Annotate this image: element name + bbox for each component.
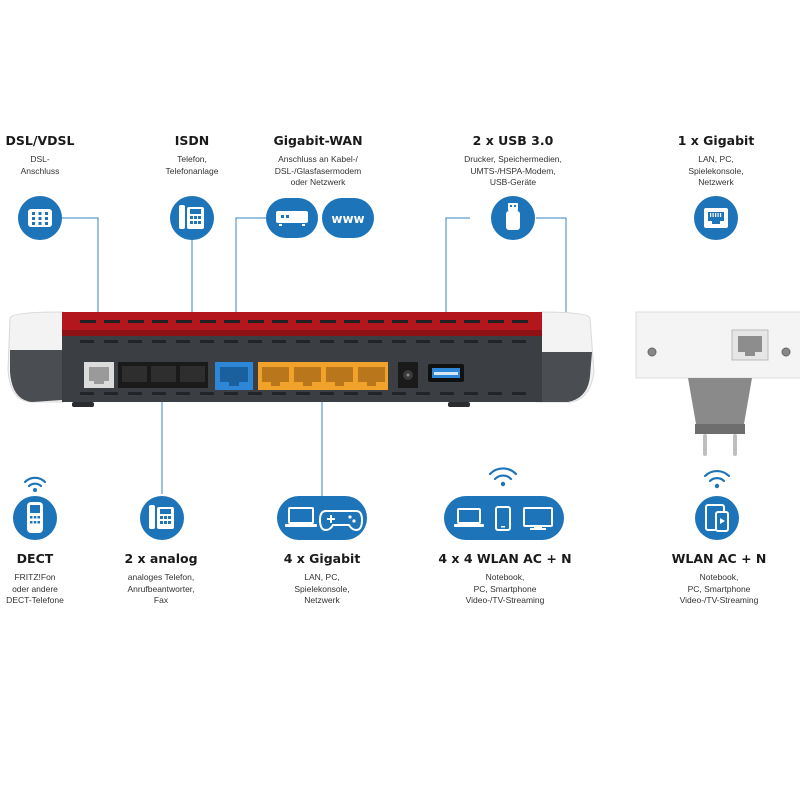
isdn-desc-2: Telefonanlage <box>165 165 219 176</box>
isdn-desc-1: Telefon, <box>177 154 207 164</box>
usb-stick-icon <box>491 196 535 240</box>
dect-desc-3: DECT-Telefone <box>6 595 64 605</box>
label-wan: Gigabit-WAN Anschluss an Kabel-/ DSL-/Gl… <box>273 133 362 189</box>
wan-desc-2: DSL-/Glasfasermodem <box>274 165 362 176</box>
lan-port-icon <box>694 196 738 240</box>
label-dect: DECT FRITZ!Fon oder andere DECT-Telefone <box>6 551 64 607</box>
tablet-phone-icon <box>705 504 729 532</box>
dect-desc-2: oder andere <box>12 583 58 594</box>
dsl-desc-2: Anschluss <box>20 165 60 176</box>
wlan-repeater-icon <box>695 469 739 540</box>
dsl-desc-1: DSL- <box>30 154 50 164</box>
gigabit-rep-title: 1 x Gigabit <box>677 133 755 148</box>
wlan-rep-desc-1: Notebook, <box>699 572 739 582</box>
gigabit-rep-desc-3: Netzwerk <box>698 177 734 187</box>
wlan-router-devices-icon <box>444 467 564 540</box>
gigabit-rep-desc-2: Spielekonsole, <box>688 165 744 176</box>
label-lan: 4 x Gigabit LAN, PC, Spielekonsole, Netz… <box>284 551 361 607</box>
isdn-phone-icon <box>170 196 214 240</box>
usb-desc-3: USB-Geräte <box>489 177 537 187</box>
wlan-router-desc-3: Video-/TV-Streaming <box>465 595 545 605</box>
usb-port <box>428 364 464 382</box>
label-analog: 2 x analog analoges Telefon, Anrufbeantw… <box>124 551 197 607</box>
modem-icon <box>266 198 318 238</box>
wlan-rep-desc-2: PC, Smartphone <box>687 583 751 594</box>
usb-desc-2: UMTS-/HSPA-Modem, <box>470 165 556 176</box>
monitor-icon <box>523 507 553 530</box>
lan-desc-1: LAN, PC, <box>304 572 340 582</box>
wifi-signal-icon <box>23 476 47 488</box>
wlan-rep-title: WLAN AC + N <box>671 551 767 566</box>
wlan-router-desc-1: Notebook, <box>485 572 525 582</box>
wlan-router-title: 4 x 4 WLAN AC + N <box>438 551 572 566</box>
dect-desc-1: FRITZ!Fon <box>14 572 56 582</box>
wan-title: Gigabit-WAN <box>273 133 363 148</box>
lan-devices-icon <box>277 496 367 540</box>
dsl-title: DSL/VDSL <box>5 133 75 148</box>
isdn-title: ISDN <box>174 133 210 148</box>
wifi-signal-icon <box>703 469 731 483</box>
label-gigabit-repeater: 1 x Gigabit LAN, PC, Spielekonsole, Netz… <box>678 133 755 189</box>
power-port <box>398 362 418 388</box>
usb-title: 2 x USB 3.0 <box>472 133 554 148</box>
wlan-rep-desc-3: Video-/TV-Streaming <box>679 595 759 605</box>
wan-desc-3: oder Netzwerk <box>290 177 346 187</box>
label-wlan-repeater: WLAN AC + N Notebook, PC, Smartphone Vid… <box>672 551 767 607</box>
analog-isdn-ports <box>118 362 208 388</box>
www-label: www <box>331 212 364 226</box>
dsl-port <box>84 362 114 388</box>
label-isdn: ISDN Telefon, Telefonanlage <box>166 133 219 177</box>
analog-desc-1: analoges Telefon, <box>127 572 195 582</box>
laptop-icon <box>285 507 317 527</box>
wlan-router-desc-2: PC, Smartphone <box>473 583 537 594</box>
usb-desc-1: Drucker, Speichermedien, <box>464 154 562 164</box>
dect-handset-icon <box>13 476 57 540</box>
label-wlan-router: 4 x 4 WLAN AC + N Notebook, PC, Smartpho… <box>438 551 571 607</box>
label-dsl: DSL/VDSL DSL- Anschluss <box>6 133 75 177</box>
lan-ports <box>258 362 388 390</box>
www-icon: www <box>322 198 374 238</box>
analog-desc-3: Fax <box>153 595 169 605</box>
wan-desc-1: Anschluss an Kabel-/ <box>278 154 358 164</box>
lan-title: 4 x Gigabit <box>283 551 361 566</box>
laptop-icon <box>454 508 484 527</box>
lan-desc-2: Spielekonsole, <box>294 583 350 594</box>
analog-phone-icon <box>140 496 184 540</box>
gamepad-icon <box>318 510 364 532</box>
router-device <box>7 311 595 407</box>
dect-title: DECT <box>16 551 54 566</box>
wan-port <box>215 362 253 390</box>
label-usb: 2 x USB 3.0 Drucker, Speichermedien, UMT… <box>464 133 562 189</box>
lan-desc-3: Netzwerk <box>304 595 340 605</box>
dsl-icon <box>18 196 62 240</box>
gigabit-rep-desc-1: LAN, PC, <box>698 154 734 164</box>
smartphone-icon <box>495 506 511 531</box>
repeater-device <box>635 311 800 456</box>
analog-title: 2 x analog <box>124 551 198 566</box>
wifi-signal-icon <box>488 467 518 481</box>
analog-desc-2: Anrufbeantworter, <box>127 583 195 594</box>
